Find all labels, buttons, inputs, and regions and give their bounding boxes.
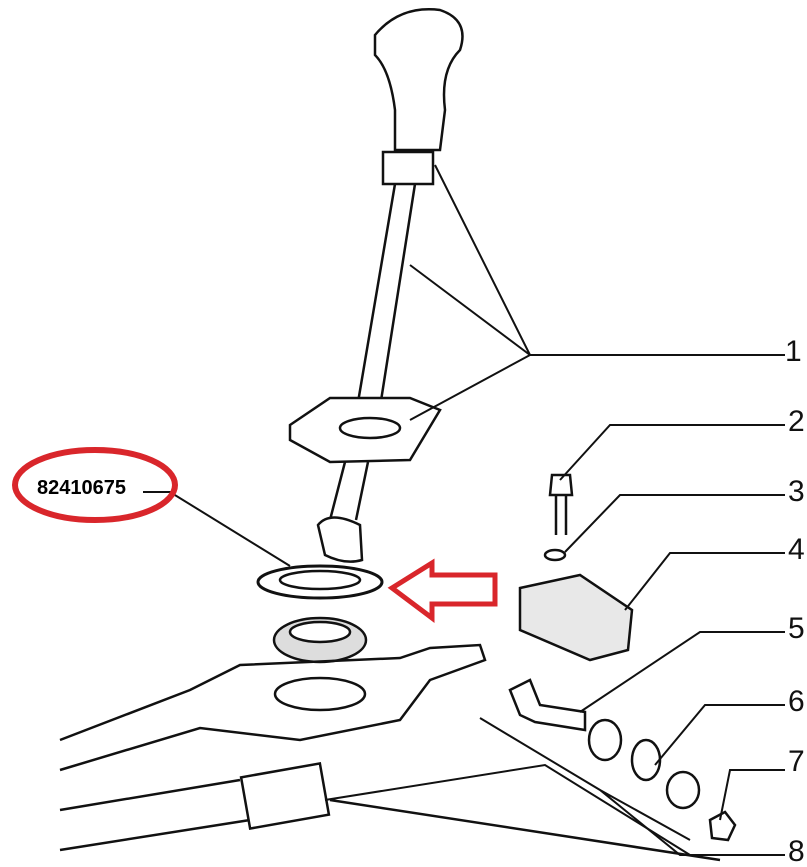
callout-2: 2 bbox=[788, 405, 805, 438]
callout-7: 7 bbox=[788, 745, 805, 778]
rod-clevis bbox=[239, 762, 331, 830]
callout-4: 4 bbox=[788, 533, 805, 566]
bolt bbox=[548, 473, 574, 535]
callout-1: 1 bbox=[785, 335, 802, 368]
bushing bbox=[587, 718, 623, 762]
highlight-arrow bbox=[387, 558, 498, 623]
lever-base-plate bbox=[288, 396, 442, 464]
rod bbox=[59, 778, 721, 862]
gear-knob bbox=[373, 8, 464, 152]
washer bbox=[630, 738, 662, 782]
callout-3: 3 bbox=[788, 475, 805, 508]
highlight-circle bbox=[12, 447, 178, 523]
part-number-label: 82410675 bbox=[37, 477, 126, 499]
small-washer bbox=[543, 548, 567, 562]
callout-5: 5 bbox=[788, 612, 805, 645]
support-bracket bbox=[59, 643, 487, 772]
sleeve bbox=[665, 770, 701, 810]
callout-8: 8 bbox=[788, 835, 805, 867]
pivot-bolt bbox=[508, 678, 587, 732]
callout-6: 6 bbox=[788, 685, 805, 718]
lever-shaft bbox=[353, 183, 417, 421]
nut bbox=[708, 810, 737, 842]
knob-collar bbox=[381, 150, 435, 186]
lever-eye bbox=[316, 516, 364, 563]
washer-82410675 bbox=[256, 564, 384, 600]
coupling-block bbox=[518, 573, 634, 662]
